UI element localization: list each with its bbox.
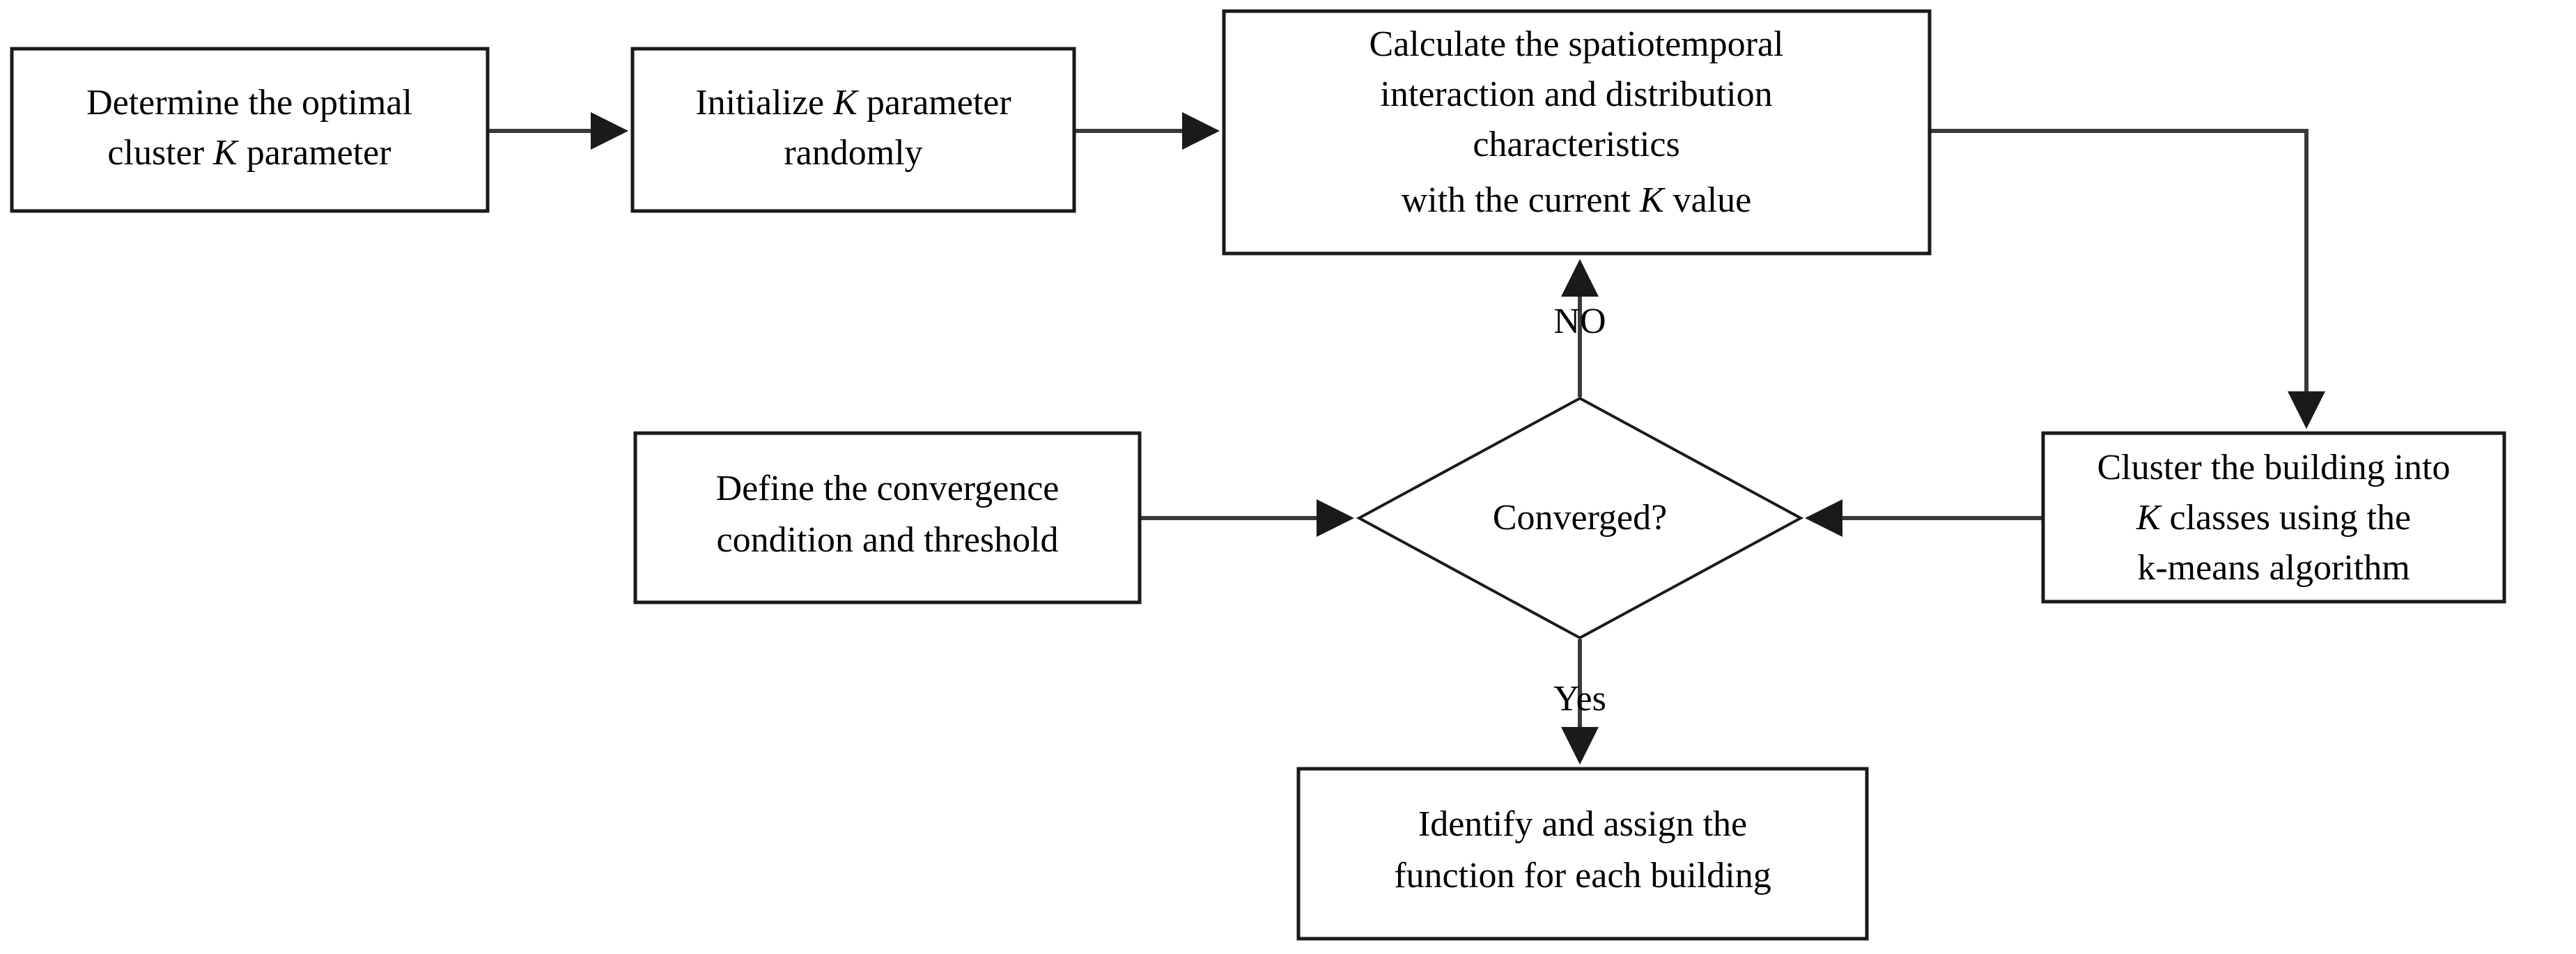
edge-label-yes: Yes: [1553, 679, 1606, 719]
node-cluster-kmeans[interactable]: Cluster the building into K classes usin…: [2041, 431, 2506, 604]
node-initialize-k[interactable]: Initialize K parameter randomly: [630, 47, 1076, 213]
node-identify-line-2: function for each building: [1394, 856, 1771, 896]
node-cluster-line-2: K classes using the: [2136, 498, 2411, 538]
node-converged-decision[interactable]: Converged?: [1356, 396, 1804, 640]
node-calculate-line-4: with the current K value: [1402, 180, 1752, 220]
node-cluster-kmeans-shape: [2041, 431, 2506, 604]
node-identify-function-shape: [1296, 767, 1869, 941]
node-define-convergence-shape: [633, 431, 1142, 604]
node-initialize-k-line-2: randomly: [784, 133, 922, 173]
node-determine-k-line-1: Determine the optimal: [86, 83, 412, 123]
node-converged-decision-shape: [1356, 396, 1804, 640]
node-initialize-k-line-1: Initialize K parameter: [695, 83, 1011, 123]
node-calculate-line-3: characteristics: [1473, 125, 1679, 164]
node-converged-label: Converged?: [1493, 498, 1667, 538]
edge-label-no: NO: [1553, 302, 1606, 341]
node-cluster-line-1: Cluster the building into: [2097, 448, 2451, 487]
node-determine-k-line-2: cluster K parameter: [107, 133, 391, 173]
edge-layer: [488, 112, 2325, 765]
edge-calculate-to-cluster: [1930, 129, 2325, 429]
node-determine-k-shape: [10, 47, 490, 213]
node-determine-k[interactable]: Determine the optimal cluster K paramete…: [10, 47, 490, 213]
node-define-line-1: Define the convergence: [716, 469, 1060, 508]
node-calculate-line-2: interaction and distribution: [1380, 75, 1772, 114]
node-initialize-k-shape: [630, 47, 1076, 213]
node-identify-function[interactable]: Identify and assign the function for eac…: [1296, 767, 1869, 941]
node-calculate-characteristics[interactable]: Calculate the spatiotemporal interaction…: [1222, 9, 1932, 256]
node-define-convergence[interactable]: Define the convergence condition and thr…: [633, 431, 1142, 604]
node-calculate-line-1: Calculate the spatiotemporal: [1370, 24, 1784, 64]
node-cluster-line-3: k-means algorithm: [2137, 548, 2410, 588]
node-define-line-2: condition and threshold: [716, 520, 1058, 560]
node-calculate-characteristics-shape: [1222, 9, 1932, 256]
node-identify-line-1: Identify and assign the: [1418, 804, 1747, 844]
